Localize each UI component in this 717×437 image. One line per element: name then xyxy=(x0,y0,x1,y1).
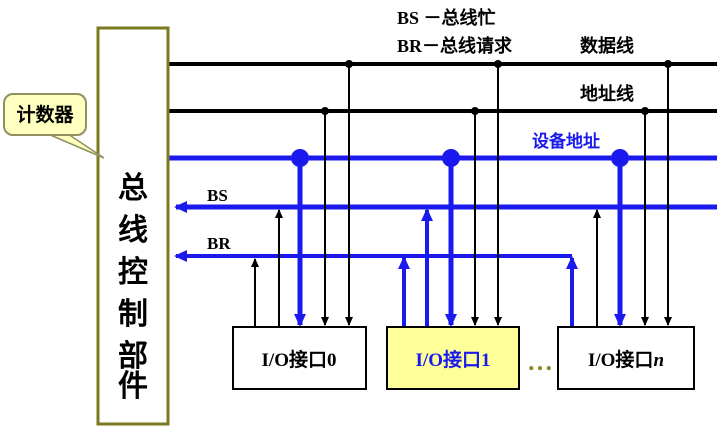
io-interface-n-label: I/O接口n xyxy=(588,349,664,371)
legend-br: BR－总线请求 xyxy=(397,35,513,56)
br-line-label: BR xyxy=(207,234,231,253)
device-address-junction-dot xyxy=(291,149,309,167)
data-junction-dot xyxy=(345,60,353,68)
io-interface-0-box xyxy=(232,326,367,390)
device-address-junction-dot xyxy=(442,149,460,167)
io-interface-1-box xyxy=(386,326,520,390)
data-line-label: 数据线 xyxy=(580,35,634,56)
controller-char: 总 xyxy=(118,172,148,205)
address-junction-dot xyxy=(641,107,649,115)
address-junction-dot xyxy=(471,107,479,115)
counter-callout-label: 计数器 xyxy=(16,103,74,126)
device-address-label: 设备地址 xyxy=(532,131,600,151)
io-interface-0-label: I/O接口0 xyxy=(262,349,337,371)
io-interface-n-box xyxy=(557,326,695,390)
controller-char: 线 xyxy=(118,214,148,247)
address-junction-dot xyxy=(321,107,329,115)
address-line-label: 地址线 xyxy=(580,83,634,104)
device-address-junction-dot xyxy=(611,149,629,167)
interfaces-ellipsis: … xyxy=(527,347,553,376)
counter-callout-pointer xyxy=(47,133,105,159)
controller-char: 件 xyxy=(118,370,148,403)
controller-char: 制 xyxy=(118,298,148,331)
legend-bs: BS －总线忙 xyxy=(397,7,496,28)
data-junction-dot xyxy=(494,60,502,68)
bs-line-label: BS xyxy=(207,186,228,205)
data-junction-dot xyxy=(664,60,672,68)
controller-char: 控 xyxy=(118,256,148,289)
controller-char: 部 xyxy=(118,339,148,373)
bus-controller-box xyxy=(96,26,170,426)
bus-controller-label: 总 线 控 制 部 件 xyxy=(118,172,148,403)
io-interface-1-label: I/O接口1 xyxy=(416,349,491,371)
counter-callout-box xyxy=(3,93,87,136)
